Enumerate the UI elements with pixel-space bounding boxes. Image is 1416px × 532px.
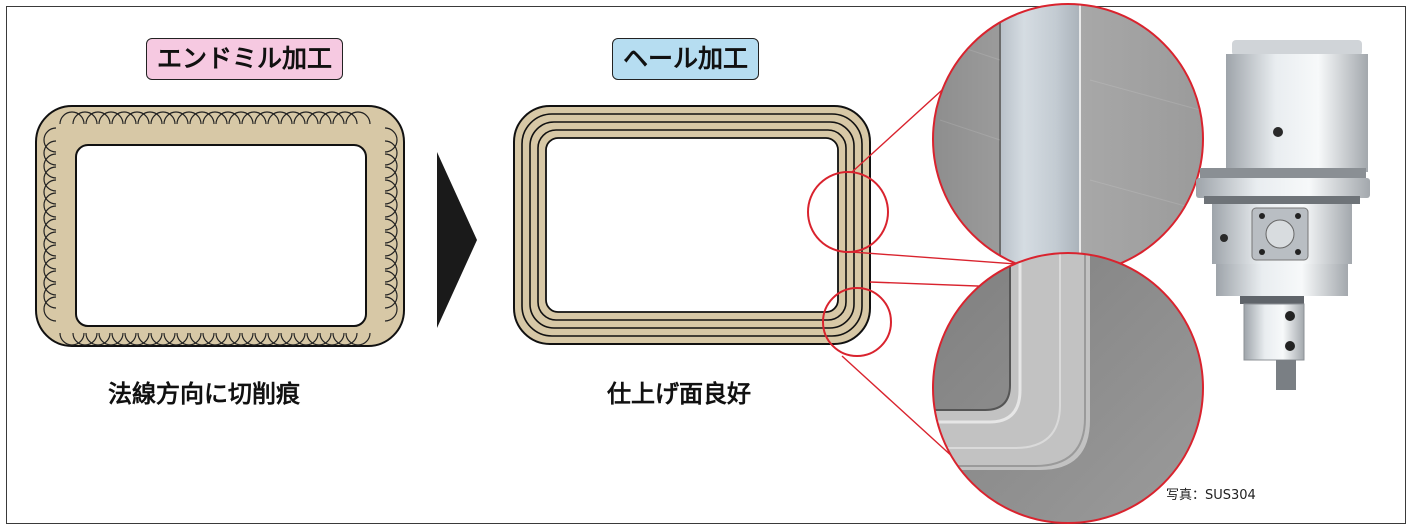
zoom-circle-corner xyxy=(932,252,1204,524)
cutting-mark xyxy=(384,192,398,218)
cutting-mark xyxy=(163,111,189,125)
cutting-mark xyxy=(215,332,241,346)
endmill-caption: 法線方向に切削痕 xyxy=(108,380,300,408)
cutting-mark xyxy=(111,332,137,346)
cutting-mark xyxy=(384,257,398,283)
cutting-mark xyxy=(59,111,85,125)
cutting-mark xyxy=(43,257,57,283)
cutting-mark xyxy=(150,111,176,125)
cutting-mark xyxy=(176,332,202,346)
cutting-mark xyxy=(254,111,280,125)
cutting-mark xyxy=(43,166,57,192)
cutting-mark xyxy=(189,111,215,125)
cutting-mark xyxy=(98,332,124,346)
cutting-mark xyxy=(293,111,319,125)
cutting-mark xyxy=(332,332,358,346)
cutting-mark xyxy=(384,296,398,322)
cutting-mark xyxy=(384,153,398,179)
cutting-mark xyxy=(384,218,398,244)
cutting-mark xyxy=(319,332,345,346)
cutting-mark xyxy=(384,166,398,192)
cutting-mark xyxy=(280,332,306,346)
cutting-mark xyxy=(43,153,57,179)
cutting-mark xyxy=(43,179,57,205)
cutting-mark xyxy=(137,111,163,125)
zoom-target-corner xyxy=(822,287,892,357)
cutting-mark xyxy=(98,111,124,125)
zoom-photo-side xyxy=(933,4,1203,274)
diagram-frame xyxy=(6,6,1406,524)
hale-toolpath-frame xyxy=(513,105,871,345)
cutting-mark xyxy=(72,111,98,125)
cutting-mark xyxy=(43,140,57,166)
cutting-mark xyxy=(124,111,150,125)
cutting-mark xyxy=(254,332,280,346)
endmill-cutting-marks xyxy=(43,111,398,346)
cutting-mark xyxy=(384,127,398,153)
cutting-mark xyxy=(43,244,57,270)
cutting-mark xyxy=(293,332,319,346)
cutting-mark xyxy=(85,332,111,346)
cutting-mark xyxy=(267,111,293,125)
cutting-mark xyxy=(85,111,111,125)
cutting-mark xyxy=(124,332,150,346)
cutting-mark xyxy=(202,332,228,346)
cutting-mark xyxy=(43,218,57,244)
cutting-mark xyxy=(163,332,189,346)
cutting-mark xyxy=(306,332,332,346)
cutting-mark xyxy=(241,332,267,346)
cutting-mark xyxy=(43,127,57,153)
cutting-mark xyxy=(267,332,293,346)
cutting-mark xyxy=(332,111,358,125)
cutting-mark xyxy=(176,111,202,125)
cutting-mark xyxy=(384,283,398,309)
cutting-mark xyxy=(345,111,371,125)
cutting-mark xyxy=(384,270,398,296)
cutting-mark xyxy=(384,205,398,231)
cutting-mark xyxy=(384,179,398,205)
process-arrow xyxy=(437,152,477,328)
cutting-mark xyxy=(59,332,85,346)
cutting-mark xyxy=(384,231,398,257)
hale-title-label: ヘール加工 xyxy=(612,38,760,80)
cutting-mark xyxy=(202,111,228,125)
endmill-toolpath-frame xyxy=(35,105,405,347)
hale-tool-holder-image xyxy=(1196,40,1370,390)
cutting-mark xyxy=(72,332,98,346)
cutting-mark xyxy=(228,111,254,125)
cutting-mark xyxy=(43,296,57,322)
hale-caption: 仕上げ面良好 xyxy=(607,380,751,408)
photo-material-note: 写真：SUS304 xyxy=(1166,488,1256,503)
cutting-mark xyxy=(345,332,371,346)
cutting-mark xyxy=(43,283,57,309)
cutting-mark xyxy=(43,270,57,296)
cutting-mark xyxy=(189,332,215,346)
endmill-title-label: エンドミル加工 xyxy=(146,38,344,80)
cutting-mark xyxy=(111,111,137,125)
cutting-mark xyxy=(280,111,306,125)
zoom-photo-corner xyxy=(933,253,1203,523)
cutting-mark xyxy=(215,111,241,125)
cutting-mark xyxy=(43,192,57,218)
cutting-mark xyxy=(43,231,57,257)
cutting-mark xyxy=(319,111,345,125)
cutting-mark xyxy=(137,332,163,346)
zoom-target-side xyxy=(807,171,889,253)
cutting-mark xyxy=(241,111,267,125)
cutting-mark xyxy=(384,244,398,270)
cutting-mark xyxy=(384,140,398,166)
cutting-mark xyxy=(43,205,57,231)
cutting-mark xyxy=(228,332,254,346)
cutting-mark xyxy=(306,111,332,125)
cutting-mark xyxy=(150,332,176,346)
